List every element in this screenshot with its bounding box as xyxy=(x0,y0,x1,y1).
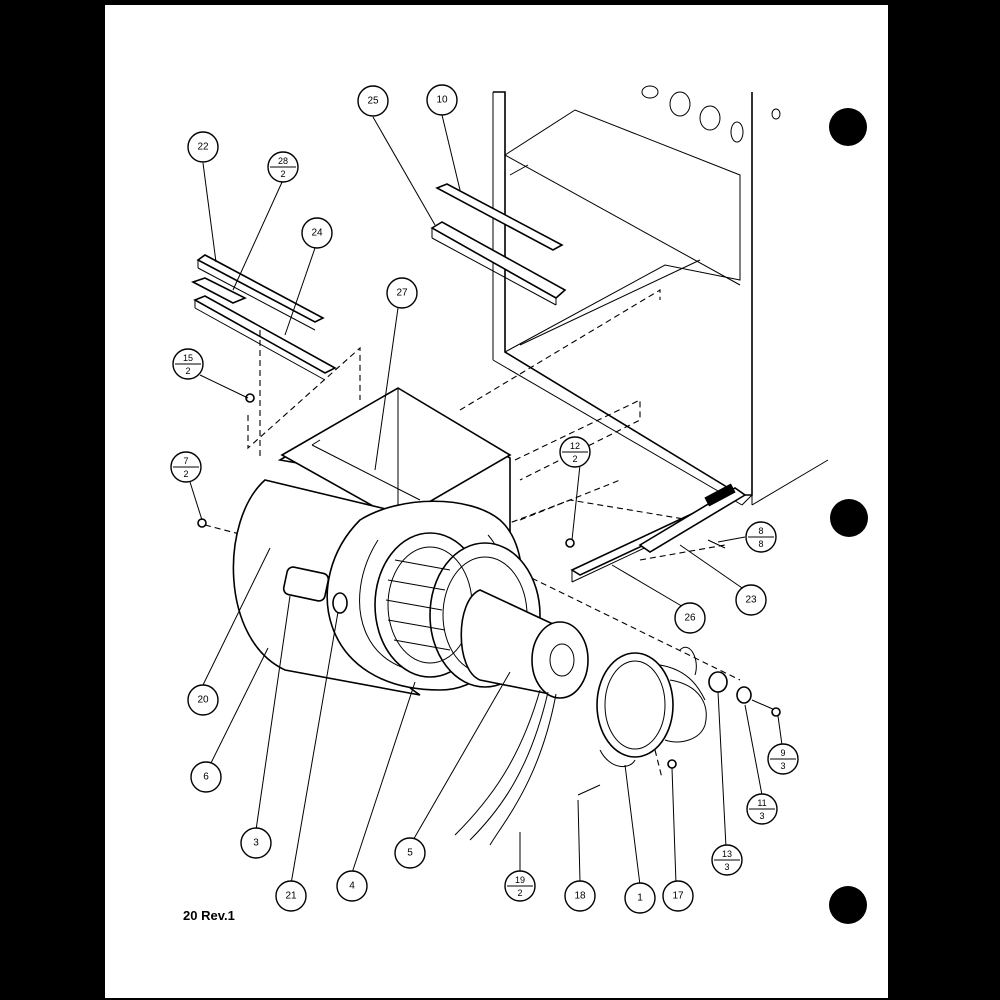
svg-text:7: 7 xyxy=(183,456,188,466)
binder-hole-top xyxy=(829,108,867,146)
svg-text:8: 8 xyxy=(758,526,763,536)
svg-text:15: 15 xyxy=(183,353,193,363)
callout-22: 22 xyxy=(187,131,219,163)
callout-4: 4 xyxy=(336,870,368,902)
callout-20: 20 xyxy=(187,684,219,716)
svg-text:24: 24 xyxy=(311,228,323,239)
small-hardware xyxy=(197,393,781,796)
callout-13-3: 133 xyxy=(711,844,743,876)
callout-27: 27 xyxy=(386,277,418,309)
callout-9-3: 93 xyxy=(767,743,799,775)
callout-6: 6 xyxy=(190,761,222,793)
revision-label: 20 Rev.1 xyxy=(183,908,235,923)
svg-text:1: 1 xyxy=(637,893,643,904)
svg-text:17: 17 xyxy=(672,891,684,902)
svg-text:6: 6 xyxy=(203,772,209,783)
callout-19-2: 192 xyxy=(504,870,536,902)
svg-text:27: 27 xyxy=(396,288,408,299)
binder-holes xyxy=(829,108,868,924)
capacitor xyxy=(282,566,348,614)
svg-text:3: 3 xyxy=(724,862,729,872)
callout-8-8: 88 xyxy=(745,521,777,553)
svg-text:21: 21 xyxy=(285,891,297,902)
callout-25: 25 xyxy=(357,85,389,117)
svg-text:11: 11 xyxy=(757,798,766,808)
callout-26: 26 xyxy=(674,602,706,634)
bracket-parts-23-26 xyxy=(570,483,747,583)
callout-24: 24 xyxy=(301,217,333,249)
svg-text:8: 8 xyxy=(758,539,763,549)
callouts: 22 282 24 25 10 27 152 72 122 88 23 26 2… xyxy=(170,84,799,914)
callout-11-3: 113 xyxy=(746,793,778,825)
svg-text:10: 10 xyxy=(436,95,448,106)
callout-15-2: 152 xyxy=(172,348,204,380)
svg-text:3: 3 xyxy=(780,761,785,771)
svg-text:20: 20 xyxy=(197,695,209,706)
callout-3: 3 xyxy=(240,827,272,859)
bracket-parts-25-10 xyxy=(430,183,567,306)
svg-text:2: 2 xyxy=(183,469,188,479)
callout-17: 17 xyxy=(662,880,694,912)
svg-text:2: 2 xyxy=(517,888,522,898)
svg-text:25: 25 xyxy=(367,96,379,107)
svg-text:2: 2 xyxy=(280,169,285,179)
svg-text:18: 18 xyxy=(574,891,586,902)
leader-lines xyxy=(189,114,783,886)
callout-12-2: 122 xyxy=(559,436,591,468)
svg-text:4: 4 xyxy=(349,881,355,892)
svg-text:22: 22 xyxy=(197,142,209,153)
svg-text:5: 5 xyxy=(407,848,413,859)
svg-text:28: 28 xyxy=(278,156,288,166)
binder-hole-middle xyxy=(830,499,868,537)
callout-10: 10 xyxy=(426,84,458,116)
svg-text:13: 13 xyxy=(722,849,732,859)
svg-text:3: 3 xyxy=(253,838,259,849)
binder-hole-bottom xyxy=(829,886,867,924)
svg-text:19: 19 xyxy=(515,875,525,885)
svg-text:9: 9 xyxy=(780,748,785,758)
furnace-cabinet xyxy=(492,85,829,506)
callout-28-2: 282 xyxy=(267,151,299,183)
bracket-parts-22-24 xyxy=(190,254,337,381)
motor-mount-band xyxy=(596,647,707,768)
svg-text:26: 26 xyxy=(684,613,696,624)
callout-5: 5 xyxy=(394,837,426,869)
callout-7-2: 72 xyxy=(170,451,202,483)
callout-23: 23 xyxy=(735,584,767,616)
callout-1: 1 xyxy=(624,882,656,914)
svg-text:2: 2 xyxy=(185,366,190,376)
blower-motor xyxy=(454,589,589,846)
svg-text:2: 2 xyxy=(572,454,577,464)
svg-text:3: 3 xyxy=(759,811,764,821)
blower-housing xyxy=(232,387,523,696)
svg-text:12: 12 xyxy=(570,441,580,451)
callout-18: 18 xyxy=(564,880,596,912)
callout-21: 21 xyxy=(275,880,307,912)
svg-text:23: 23 xyxy=(745,595,757,606)
